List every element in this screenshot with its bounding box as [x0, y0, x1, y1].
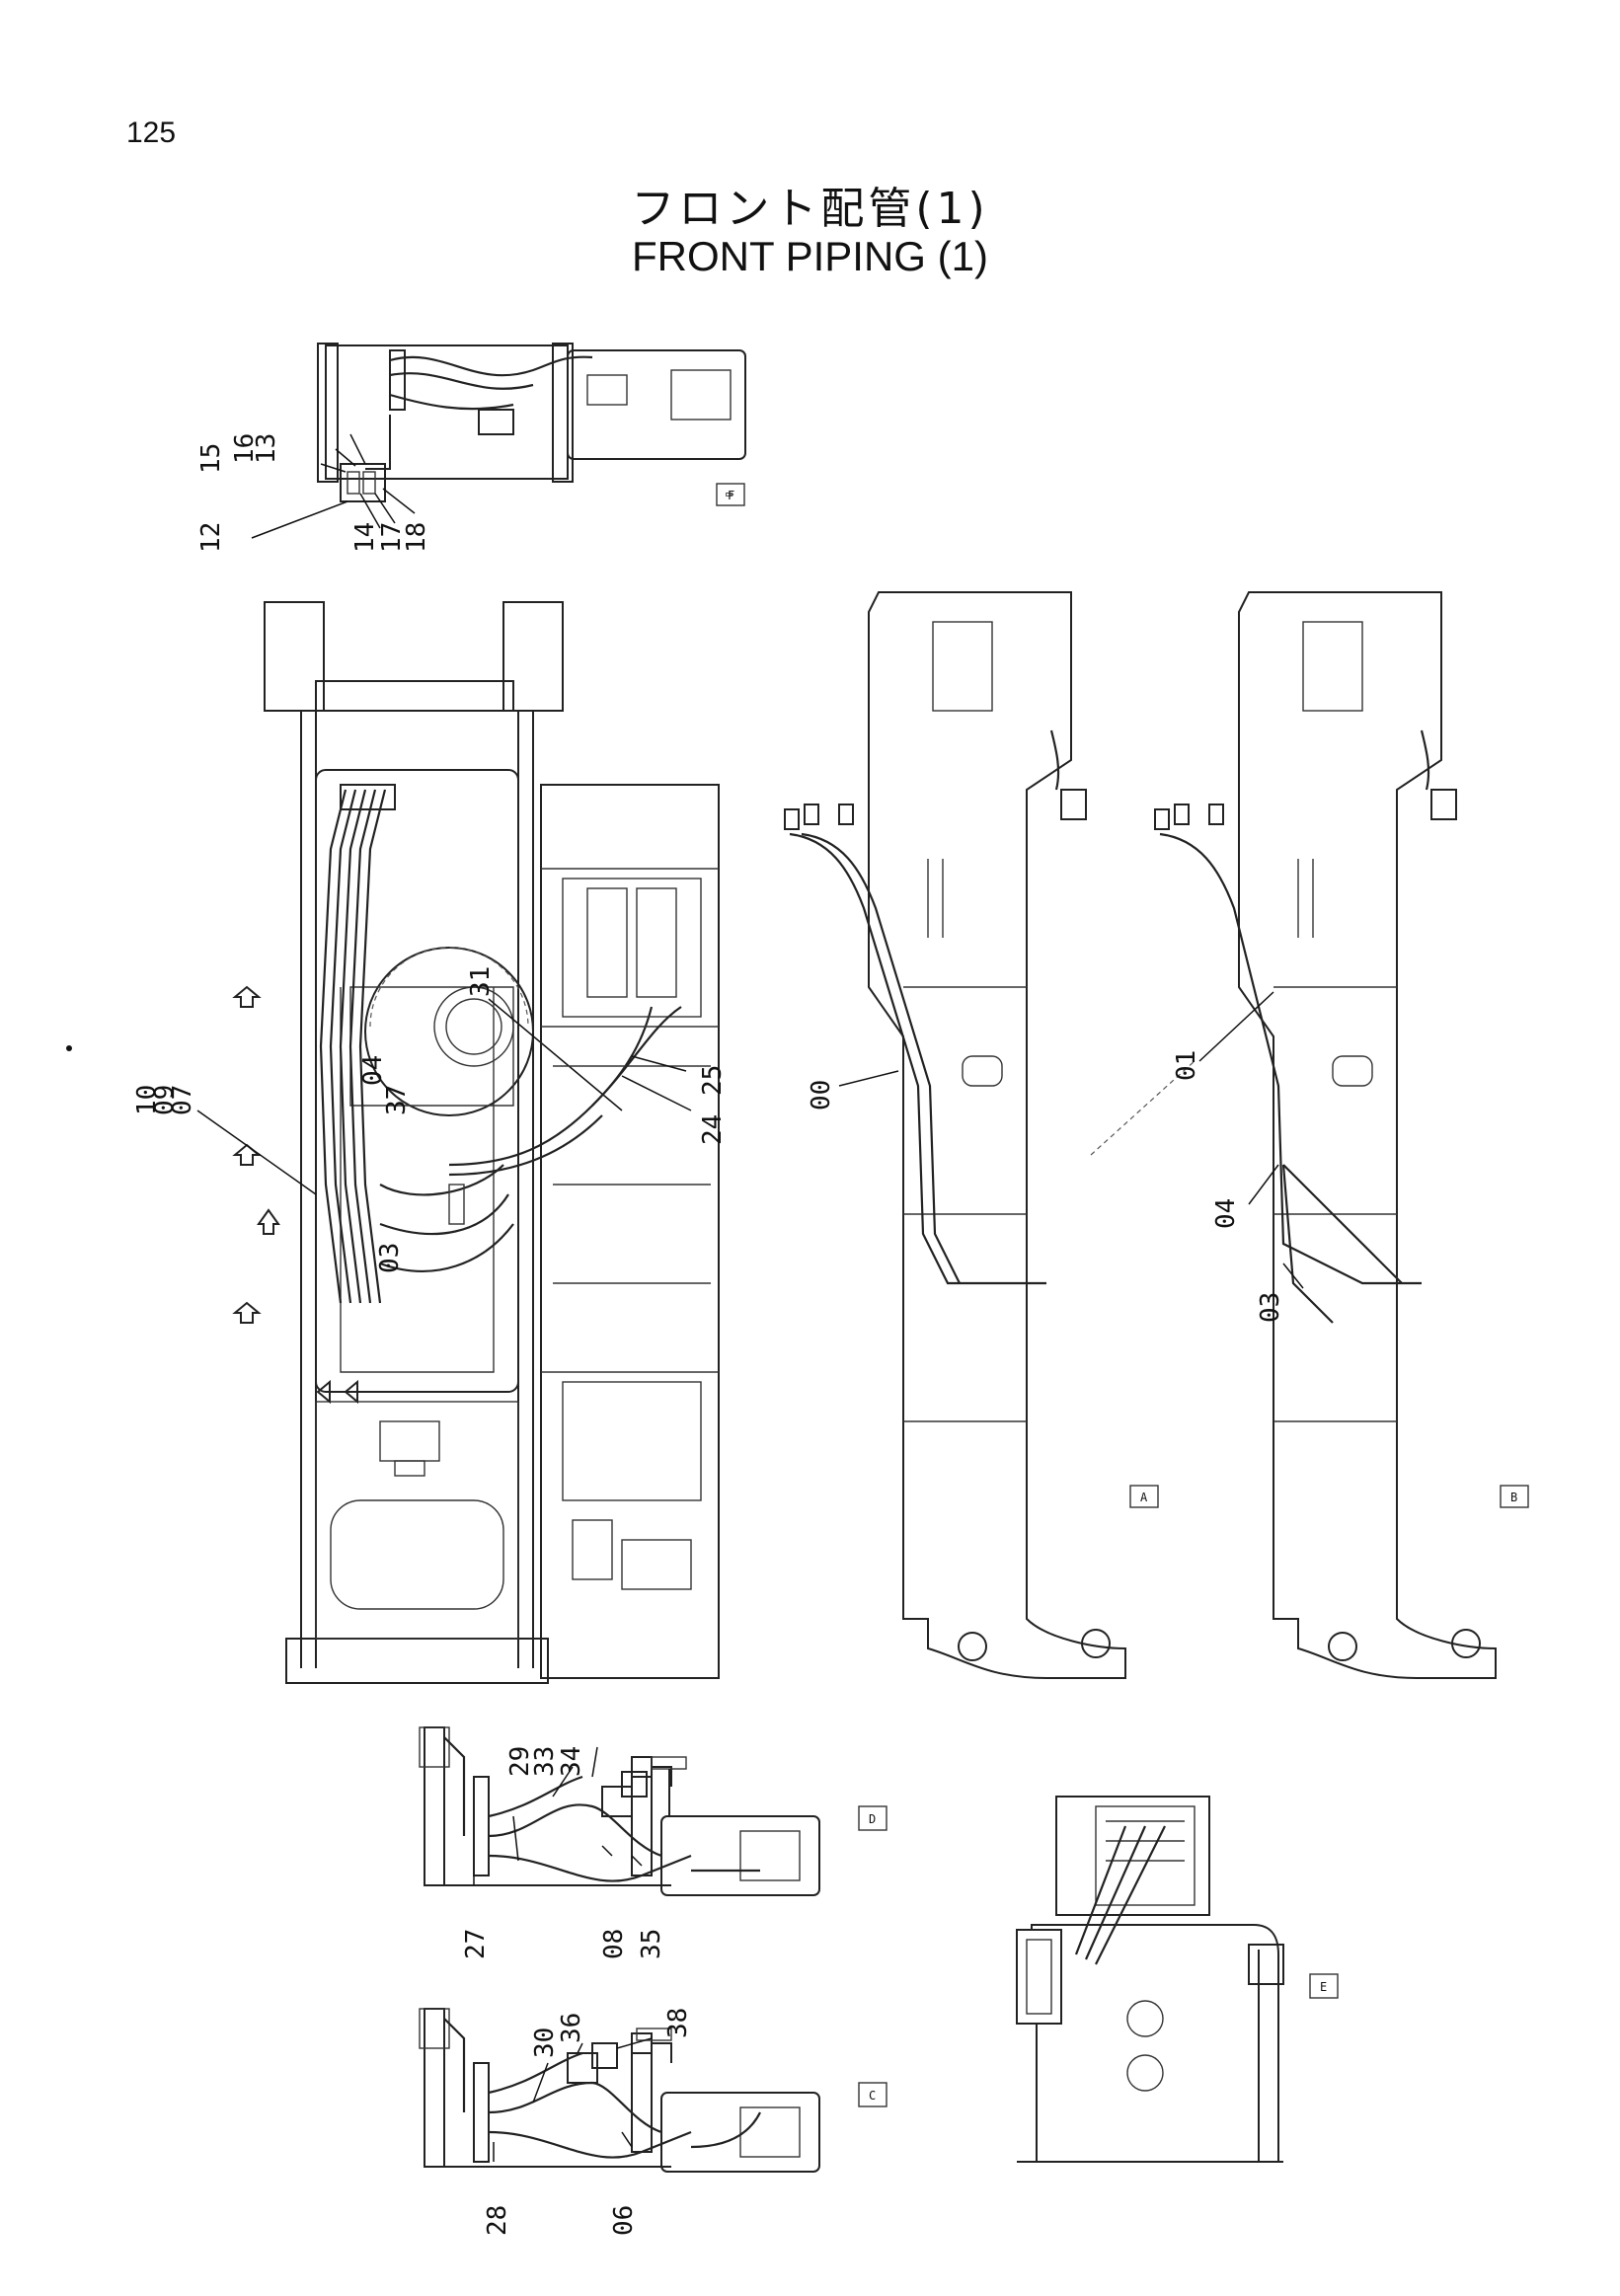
part-label-07: 07: [168, 1085, 197, 1115]
part-label-31: 31: [466, 966, 496, 997]
part-label-27: 27: [461, 1929, 491, 1959]
part-label-34: 34: [557, 1746, 586, 1777]
page-number: 125: [126, 116, 177, 149]
part-label-01: 01: [1172, 1050, 1201, 1081]
part-label-24: 24: [698, 1114, 728, 1145]
view-c-detail: C: [419, 2008, 887, 2173]
view-label-f: F: [728, 489, 734, 502]
part-label-13: 13: [252, 433, 281, 464]
part-label-38: 38: [663, 2008, 693, 2038]
part-label-03b: 03: [1256, 1292, 1285, 1323]
part-label-16: 16: [230, 433, 260, 464]
part-label-12: 12: [196, 522, 226, 553]
part-label-15: 15: [196, 443, 226, 474]
title-japanese: フロント配管(1): [631, 184, 989, 234]
view-label-a: A: [1140, 1491, 1148, 1504]
part-label-36: 36: [557, 2013, 586, 2043]
part-label-17: 17: [377, 522, 407, 553]
part-label-03: 03: [375, 1243, 405, 1273]
part-label-10: 10: [132, 1085, 162, 1115]
valve-column: [540, 784, 720, 1679]
part-label-00: 00: [807, 1080, 836, 1110]
part-label-04: 04: [358, 1055, 388, 1086]
part-label-08: 08: [599, 1929, 629, 1959]
part-label-35: 35: [637, 1929, 666, 1959]
view-label-b: B: [1510, 1491, 1517, 1504]
view-d-detail: D: [419, 1726, 887, 1896]
view-b-boom: B: [1154, 591, 1529, 1679]
part-label-37: 37: [382, 1085, 412, 1115]
title-english: FRONT PIPING (1): [632, 233, 988, 279]
view-label-d: D: [869, 1812, 876, 1826]
main-plan-view: [196, 601, 654, 1684]
part-label-33: 33: [530, 1746, 560, 1777]
margin-dot: [66, 1045, 72, 1051]
part-label-06: 06: [609, 2205, 639, 2236]
view-e-detail: E: [1016, 1796, 1339, 2163]
part-label-28: 28: [483, 2205, 512, 2236]
part-label-30: 30: [530, 2028, 560, 2058]
part-label-18: 18: [402, 522, 431, 553]
view-label-e: E: [1320, 1980, 1327, 1994]
view-f-detail: ▭ F: [251, 343, 746, 539]
part-label-09: 09: [150, 1085, 180, 1115]
part-label-14: 14: [350, 522, 380, 553]
view-a-boom: A: [784, 591, 1196, 1679]
svg-text:▭: ▭: [726, 487, 733, 500]
part-label-29: 29: [505, 1746, 535, 1777]
part-label-25: 25: [698, 1065, 728, 1096]
view-label-c: C: [869, 2089, 876, 2103]
part-label-04b: 04: [1211, 1198, 1241, 1229]
